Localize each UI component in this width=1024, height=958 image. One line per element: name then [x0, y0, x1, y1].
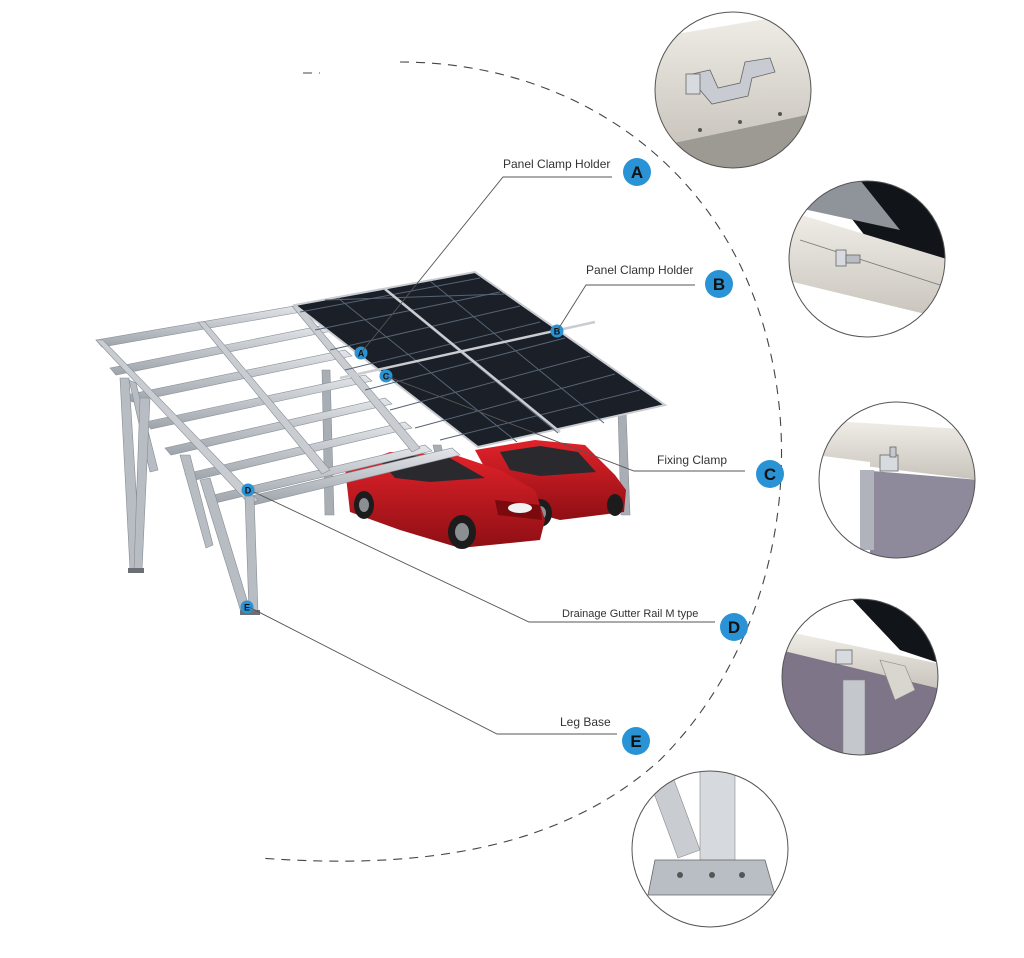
detail-view-d — [781, 598, 939, 756]
callout-label-a: Panel Clamp Holder — [503, 157, 610, 171]
marker-d: D — [241, 483, 255, 497]
marker-e: E — [240, 600, 254, 614]
drainage-gutter-rail-closeup — [835, 649, 916, 701]
panel-clamp-holder-closeup — [685, 57, 776, 105]
badge-b: B — [705, 270, 733, 298]
car-icon — [345, 452, 545, 549]
badge-d: D — [720, 613, 748, 641]
callout-lines — [248, 176, 745, 735]
svg-text:A: A — [358, 349, 365, 359]
svg-text:B: B — [713, 275, 725, 294]
detail-view-b — [788, 180, 946, 338]
solar-carport-illustration — [95, 270, 668, 615]
badge-a: A — [623, 158, 651, 186]
svg-text:C: C — [764, 465, 776, 484]
svg-text:D: D — [728, 618, 740, 637]
svg-text:B: B — [554, 327, 561, 337]
badge-e: E — [622, 727, 650, 755]
callout-label-d: Drainage Gutter Rail M type — [562, 608, 698, 620]
svg-text:E: E — [244, 603, 250, 613]
leg-base-closeup — [647, 859, 776, 896]
svg-text:D: D — [245, 486, 252, 496]
callout-label-e: Leg Base — [560, 715, 611, 729]
detail-view-c — [818, 401, 976, 559]
solar-panel-array — [292, 270, 668, 449]
fixing-clamp-closeup — [879, 446, 899, 472]
callout-label-c: Fixing Clamp — [657, 453, 727, 467]
svg-text:E: E — [630, 732, 641, 751]
dashed-arc — [259, 61, 783, 862]
detail-view-a — [654, 11, 812, 169]
badge-c: C — [756, 460, 784, 488]
panel-clamp-holder-closeup — [835, 249, 861, 267]
svg-text:A: A — [631, 163, 643, 182]
callout-label-b: Panel Clamp Holder — [586, 263, 693, 277]
detail-view-e — [631, 770, 789, 928]
